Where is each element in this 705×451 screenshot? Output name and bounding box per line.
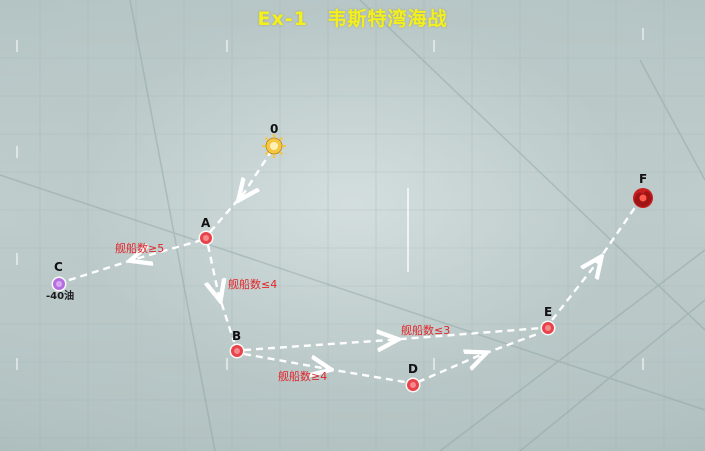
route-A-C-condition: 舰船数≥5 (115, 242, 165, 255)
node-0-start-icon[interactable] (262, 134, 286, 158)
map-title: Ex-1 韦斯特湾海战 (0, 4, 705, 31)
node-E-enemy-icon[interactable] (540, 320, 556, 336)
route-B-E (243, 326, 543, 350)
node-A-enemy-icon[interactable] (198, 230, 214, 246)
route-B-E-condition: 舰船数≤3 (401, 324, 451, 337)
node-F-boss-icon[interactable] (633, 188, 653, 208)
route-0-A (209, 149, 274, 233)
node-B-label: B (232, 329, 242, 343)
node-C-oil-loss: -40油 (46, 291, 75, 302)
node-C-resource-loss-icon[interactable] (51, 276, 67, 292)
node-D-label: D (408, 362, 418, 376)
route-A-B-condition: 舰船数≤4 (228, 278, 278, 291)
node-C-label: C (54, 260, 63, 274)
map-code: Ex-1 (257, 8, 308, 30)
node-D-enemy-icon[interactable] (405, 377, 421, 393)
route-D-E (417, 331, 541, 384)
route-B-D-condition: 舰船数≥4 (278, 370, 328, 383)
node-E-label: E (544, 305, 553, 319)
node-0-label: 0 (270, 122, 279, 136)
map-name: 韦斯特湾海战 (327, 8, 448, 30)
route-A-B (208, 244, 236, 343)
route-B-D (243, 352, 406, 384)
node-A-label: A (201, 216, 211, 230)
node-B-enemy-icon[interactable] (229, 343, 245, 359)
route-A-C (65, 238, 203, 283)
node-F-label: F (639, 172, 648, 186)
